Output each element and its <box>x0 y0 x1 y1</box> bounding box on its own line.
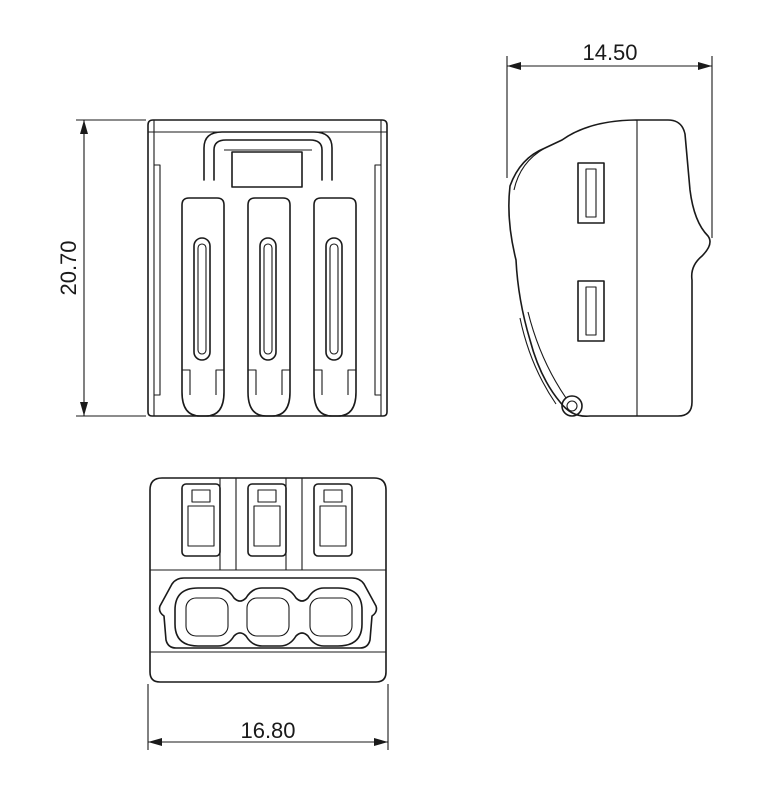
lever-stub-2 <box>247 483 287 557</box>
lever-1 <box>181 197 225 417</box>
front-view <box>147 119 388 417</box>
lever-2 <box>247 197 291 417</box>
width-dimension-label: 16.80 <box>240 718 295 743</box>
height-dimension-label: 20.70 <box>56 240 81 295</box>
wire-hole-1 <box>185 597 229 637</box>
wire-hole-3 <box>309 597 353 637</box>
wire-hole-2 <box>246 597 290 637</box>
lever-stub-3 <box>313 483 353 557</box>
side-view <box>508 119 711 418</box>
entry-view <box>149 477 387 683</box>
width-dimension: 16.80 <box>147 684 389 750</box>
lever-3 <box>313 197 357 417</box>
height-dimension: 20.70 <box>56 119 146 417</box>
depth-dimension-label: 14.50 <box>582 40 637 65</box>
lever-stub-1 <box>181 483 221 557</box>
depth-dimension: 14.50 <box>506 40 713 238</box>
